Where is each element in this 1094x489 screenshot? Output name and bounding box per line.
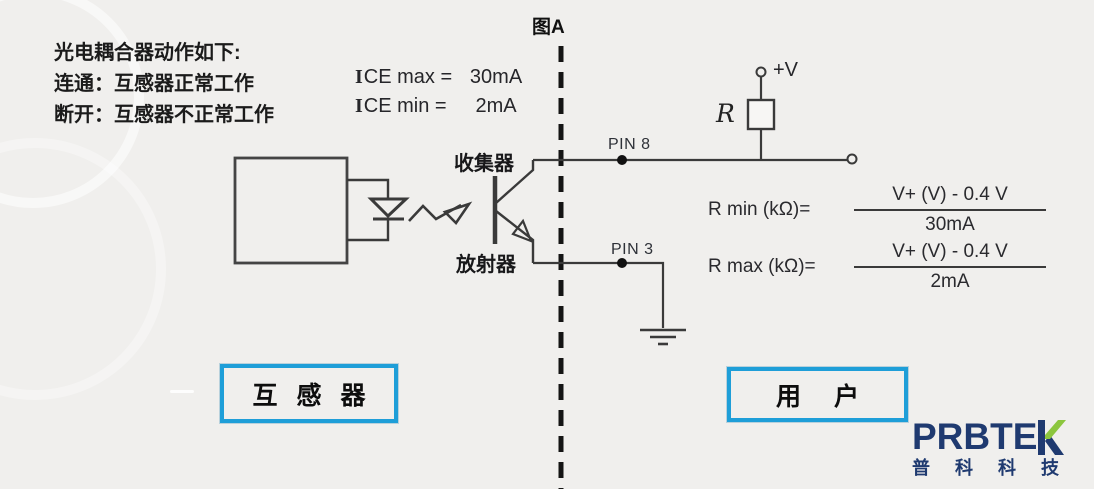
collector-lead: [495, 160, 535, 204]
pin8-label: PIN 8: [608, 136, 651, 153]
rmin-fraction: V+ (V) - 0.4 V 30mA: [854, 184, 1046, 236]
ice-min-prefix: I: [355, 95, 363, 117]
background-artifact-dash: [170, 390, 194, 393]
ice-min-value: 2mA: [475, 95, 517, 117]
collector-label: 收集器: [454, 153, 514, 175]
ground-icon: [640, 328, 686, 346]
pin3-node-dot: [617, 258, 627, 268]
led-symbol: [347, 178, 410, 242]
ice-max-prefix: I: [355, 66, 363, 88]
output-terminal: [846, 153, 858, 165]
logo-wordmark: PRBTE: [912, 416, 1088, 457]
ice-min-row: I CE min = 2mA: [355, 95, 522, 124]
note-line-1: 光电耦合器动作如下:: [54, 42, 241, 64]
note-line-3: 断开：互感器不正常工作: [54, 104, 274, 126]
rmin-formula-label: R min (kΩ)=: [708, 199, 811, 220]
current-spec-list: I CE max = 30mA I CE min = 2mA: [355, 66, 522, 124]
prbtek-logo: PRBTE 普 科 科 技: [912, 416, 1088, 478]
note-line-2: 连通：互感器正常工作: [54, 73, 254, 95]
ice-max-label: CE max =: [363, 66, 453, 88]
ice-min-label: CE min =: [363, 95, 447, 117]
resistor-label: R: [716, 99, 735, 128]
rmax-formula-label: R max (kΩ)=: [708, 256, 816, 277]
ice-max-value: 30mA: [469, 66, 523, 88]
rmax-numerator: V+ (V) - 0.4 V: [854, 241, 1046, 268]
user-block: 用 户: [727, 367, 908, 422]
rmax-formula: R max (kΩ)= V+ (V) - 0.4 V 2mA: [708, 241, 1046, 293]
rmax-denominator: 2mA: [930, 271, 970, 292]
emitter-lead: [495, 210, 535, 263]
rmax-fraction: V+ (V) - 0.4 V 2mA: [854, 241, 1046, 293]
phototransistor-symbol: [492, 160, 535, 263]
sensor-box: [233, 156, 349, 265]
transformer-block: 互 感 器: [220, 364, 398, 423]
emitter-arrow-icon: [511, 218, 533, 243]
rmin-formula: R min (kΩ)= V+ (V) - 0.4 V 30mA: [708, 184, 1046, 236]
operation-notes: 光电耦合器动作如下: 连通：互感器正常工作 断开：互感器不正常工作: [54, 40, 274, 133]
logo-letter-k-icon: [1038, 420, 1067, 455]
logo-subtext: 普 科 科 技: [912, 458, 1070, 478]
supply-voltage-label: +V: [773, 59, 799, 81]
light-arrow-icon: [408, 201, 473, 226]
resistor-body: [746, 98, 776, 131]
ice-max-row: I CE max = 30mA: [355, 66, 522, 95]
pin8-node-dot: [617, 155, 627, 165]
rmin-denominator: 30mA: [925, 214, 975, 235]
figure-title: 图A: [532, 17, 565, 38]
resistor-branch: [746, 66, 776, 160]
pin3-wire: [533, 261, 665, 328]
supply-terminal: [755, 66, 767, 78]
rmin-numerator: V+ (V) - 0.4 V: [854, 184, 1046, 211]
emitter-label: 放射器: [456, 254, 516, 276]
logo-text-prbte: PRBTE: [912, 416, 1038, 457]
pin3-label: PIN 3: [611, 241, 654, 258]
